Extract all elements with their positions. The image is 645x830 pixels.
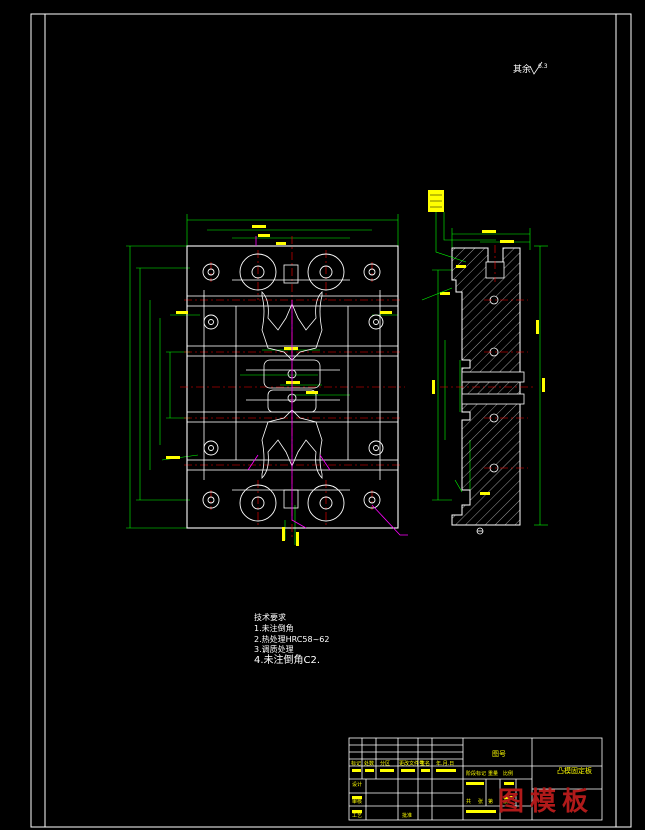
section-cut-marker [476,527,484,535]
tb-role-process: 工艺 [352,813,363,819]
sheet-outer-border [30,13,632,828]
screw-holes [202,263,384,509]
tb-row-label-4: 更改文件号 [399,761,425,767]
section-holes [489,295,499,473]
front-view [126,214,408,546]
title-block-cell-marks [352,769,514,813]
tb-sheet-number: 第 [488,799,494,805]
tb-stage-label: 阶段标记 [466,771,487,777]
tb-row-label-2: 处数 [364,761,375,767]
roughness-value: 6.3 [538,63,548,70]
punch-cavity [246,264,340,509]
section-centerlines [440,245,535,469]
note-item-4: 4.未注倒角C2. [254,655,321,666]
tb-role-review: 审核 [352,799,363,805]
front-dim-text-marks [166,225,392,546]
note-item-2: 2.热处理HRC58~62 [254,635,330,644]
tb-role-design: 设计 [352,782,363,788]
guide-bores [239,253,345,522]
title-block [348,737,603,821]
tb-sheet-total: 共 [466,799,472,805]
tb-sheet-unit-1: 张 [478,799,484,805]
watermark: 图模板 [498,787,595,817]
section-view [421,190,548,535]
title-block-part-name: 凸模固定板 [557,767,592,775]
tb-weight-label: 重量 [488,771,499,777]
section-hatched-body [451,247,521,526]
roughness-label: 其余 [513,65,532,75]
tb-row-label-5: 签名 [420,761,431,767]
title-block-title: 图号 [492,750,506,758]
front-dimensions [126,214,399,545]
section-leaders [421,212,496,493]
roughness-symbol [529,61,543,75]
note-item-1: 1.未注倒角 [254,624,294,633]
section-dim-text-marks [428,190,545,495]
notes-title: 技术要求 [254,613,286,622]
note-item-3: 3.调质处理 [254,645,294,654]
tb-row-label-6: 年.月.日 [436,761,455,767]
tb-role-approve: 批准 [402,813,413,819]
sheet-inner-border [44,13,617,828]
front-leaders [247,236,408,536]
tb-sheet-unit-2: 张 [503,799,509,805]
section-flag-lines [430,194,442,208]
tb-scale-label: 比例 [503,771,514,777]
tb-row-label-3: 分区 [380,761,391,767]
tb-row-label-1: 标记 [351,761,362,767]
section-slots [461,261,525,405]
